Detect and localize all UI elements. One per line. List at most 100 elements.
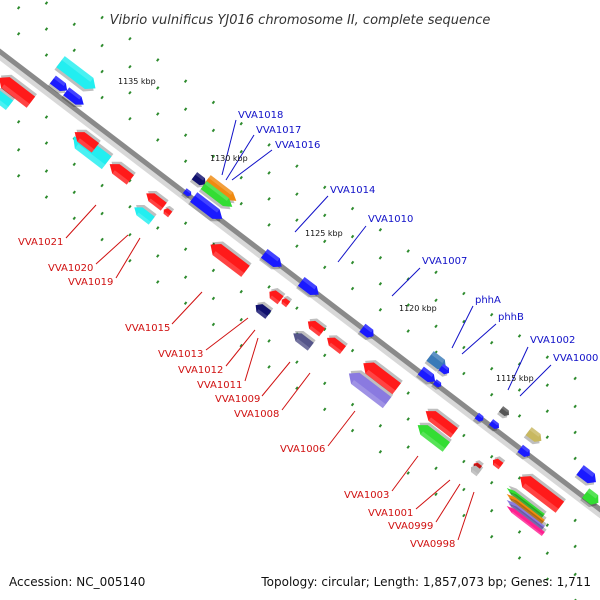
gene-label-vva1002: VVA1002 bbox=[530, 335, 575, 346]
map-title: Vibrio vulnificus YJ016 chromosome II, c… bbox=[110, 13, 491, 28]
scale-label: 1130 kbp bbox=[210, 154, 248, 163]
gene-feature bbox=[327, 335, 348, 355]
gene-feature bbox=[269, 287, 286, 305]
gene-label-vva1008: VVA1008 bbox=[234, 409, 279, 420]
gene-feature bbox=[436, 363, 450, 377]
gene-label-vva1010: VVA1010 bbox=[368, 214, 413, 225]
gene-feature bbox=[580, 488, 599, 508]
tick-track bbox=[39, 0, 600, 428]
gene-label-vva1021: VVA1021 bbox=[18, 237, 63, 248]
gene-label-vva1000: VVA1000 bbox=[553, 353, 598, 364]
gene-feature bbox=[61, 87, 84, 108]
gene-label-vva1007: VVA1007 bbox=[422, 256, 467, 267]
gene-feature bbox=[487, 419, 499, 432]
leader-line bbox=[391, 267, 421, 297]
topology-text: Topology: circular; Length: 1,857,073 bp… bbox=[260, 575, 591, 589]
leader-line bbox=[225, 134, 255, 181]
gene-label-vva1018: VVA1018 bbox=[238, 110, 283, 121]
scale-label: 1115 kbp bbox=[496, 374, 534, 383]
gene-feature bbox=[134, 204, 157, 225]
leader-line bbox=[337, 225, 367, 263]
gene-feature bbox=[255, 301, 274, 319]
gene-label-vva1013: VVA1013 bbox=[158, 349, 203, 360]
gene-feature bbox=[415, 366, 436, 385]
accession-text: Accession: NC_005140 bbox=[9, 575, 145, 589]
gene-feature bbox=[189, 172, 206, 188]
leader-line bbox=[391, 455, 419, 492]
gene-label-phhb: phhB bbox=[498, 312, 524, 323]
gene-feature bbox=[259, 248, 282, 270]
label-leader-lines bbox=[65, 119, 552, 541]
gene-feature bbox=[296, 276, 319, 298]
gene-feature bbox=[431, 379, 442, 390]
leader-line bbox=[205, 317, 249, 351]
gene-feature bbox=[198, 181, 233, 210]
gene-label-vva1009: VVA1009 bbox=[215, 394, 260, 405]
gene-feature bbox=[424, 351, 446, 372]
gene-feature bbox=[54, 56, 96, 92]
gene-feature bbox=[307, 318, 328, 337]
gene-feature bbox=[520, 473, 566, 513]
gene-feature bbox=[348, 370, 394, 409]
gene-feature bbox=[47, 75, 68, 94]
leader-line bbox=[435, 483, 461, 523]
gene-feature bbox=[506, 497, 547, 530]
gene-features bbox=[0, 56, 599, 536]
leader-line bbox=[225, 329, 256, 367]
gene-feature bbox=[515, 444, 530, 460]
gene-label-vva1020: VVA1020 bbox=[48, 263, 93, 274]
gene-feature bbox=[492, 456, 506, 470]
gene-feature bbox=[472, 412, 484, 425]
leader-line bbox=[244, 337, 259, 382]
leader-line bbox=[115, 237, 141, 279]
gene-feature bbox=[470, 463, 484, 477]
gene-feature bbox=[163, 205, 175, 218]
leader-line bbox=[281, 372, 311, 411]
leader-line bbox=[327, 410, 356, 447]
leader-line bbox=[261, 361, 291, 397]
gene-label-vva1003: VVA1003 bbox=[344, 490, 389, 501]
gene-feature bbox=[574, 465, 596, 486]
scale-label: 1135 kbp bbox=[118, 77, 156, 86]
gene-label-vva1014: VVA1014 bbox=[330, 185, 375, 196]
gene-label-vva0999: VVA0999 bbox=[388, 521, 433, 532]
leader-line bbox=[507, 346, 529, 391]
leader-line bbox=[171, 291, 203, 325]
gene-label-vva1016: VVA1016 bbox=[275, 140, 320, 151]
leader-line bbox=[461, 323, 497, 355]
gene-label-vva1011: VVA1011 bbox=[197, 380, 242, 391]
gene-label-vva1001: VVA1001 bbox=[368, 508, 413, 519]
gene-feature bbox=[74, 129, 101, 153]
gene-label-phha: phhA bbox=[475, 295, 501, 306]
leader-line bbox=[65, 204, 97, 239]
gene-feature bbox=[0, 74, 37, 108]
gene-feature bbox=[281, 295, 293, 308]
gene-feature bbox=[0, 87, 15, 111]
leader-line bbox=[231, 149, 273, 181]
chromosome-backbone bbox=[0, 48, 600, 513]
gene-feature bbox=[506, 503, 547, 536]
gene-feature bbox=[417, 422, 452, 452]
leader-line bbox=[519, 364, 552, 397]
gene-feature bbox=[363, 360, 403, 395]
forward-gene-labels: VVA1018 VVA1017 VVA1016 VVA1014 VVA1010 … bbox=[238, 110, 598, 364]
gene-label-vva1015: VVA1015 bbox=[125, 323, 170, 334]
reverse-gene-labels: VVA1021 VVA1020 VVA1019 VVA1015 VVA1013 … bbox=[18, 237, 455, 550]
leader-line bbox=[95, 234, 129, 265]
leader-line bbox=[451, 305, 474, 349]
scale-labels: 1135 kbp 1130 kbp 1125 kbp 1120 kbp 1115… bbox=[118, 77, 534, 383]
gene-feature bbox=[506, 491, 547, 524]
leader-line bbox=[415, 479, 451, 510]
leader-line bbox=[294, 195, 329, 233]
gene-feature bbox=[181, 188, 192, 199]
scale-label: 1125 kbp bbox=[305, 229, 343, 238]
gene-feature bbox=[425, 408, 460, 438]
leader-line bbox=[221, 119, 237, 176]
gene-feature bbox=[523, 427, 542, 445]
tick-track bbox=[0, 133, 600, 596]
gene-label-vva0998: VVA0998 bbox=[410, 539, 455, 550]
gene-feature bbox=[357, 323, 374, 341]
gene-label-vva1017: VVA1017 bbox=[256, 125, 301, 136]
